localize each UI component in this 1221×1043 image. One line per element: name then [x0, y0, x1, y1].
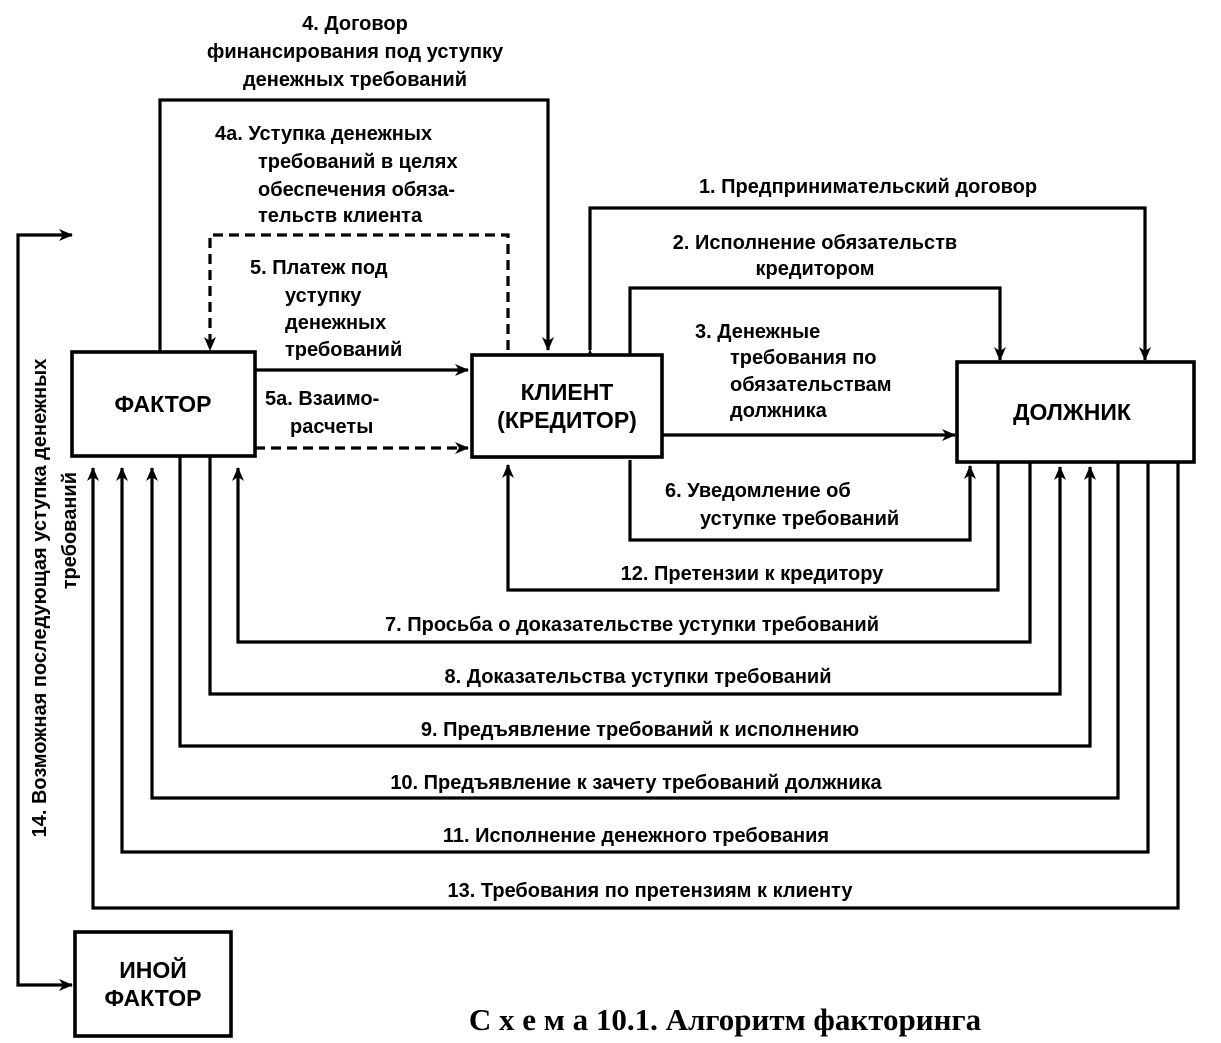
label-12: 12. Претензии к кредитору	[621, 563, 885, 585]
arrow-13-claims-client	[87, 460, 1180, 910]
label-2-line1: 2. Исполнение обязательств	[673, 232, 957, 254]
arrow-14-further-assignment	[16, 229, 73, 991]
arrow-8-proof	[208, 456, 1066, 696]
client-label-line2: (КРЕДИТОР)	[497, 407, 637, 433]
arrow-2-performance	[628, 286, 1006, 361]
arrow-1-business-contract	[584, 206, 1151, 363]
label-11: 11. Исполнение денежного требования	[443, 825, 829, 847]
debtor-label: ДОЛЖНИК	[1013, 399, 1132, 425]
label-10: 10. Предъявление к зачету требований дол…	[390, 772, 882, 794]
client-label-line1: КЛИЕНТ	[521, 379, 614, 405]
arrow-9-demands	[178, 456, 1096, 748]
label-5a-line1: 5а. Взаимо-	[265, 388, 379, 410]
label-3-line1: 3. Денежные	[695, 321, 820, 343]
label-4a-line3: обеспечения обяза-	[258, 179, 455, 201]
label-5-line3: денежных	[285, 312, 386, 334]
label-5-line4: требований	[285, 339, 402, 361]
label-4-line1: 4. Договор	[302, 13, 408, 35]
factor-box: ФАКТОР	[70, 350, 257, 458]
arrow-11-execution	[116, 460, 1150, 854]
label-6-line2: уступке требований	[700, 508, 899, 530]
client-box: КЛИЕНТ (КРЕДИТОР)	[470, 353, 664, 459]
label-9: 9. Предъявление требований к исполнению	[421, 719, 859, 741]
debtor-box: ДОЛЖНИК	[955, 360, 1196, 464]
other-factor-line2: ФАКТОР	[105, 985, 202, 1011]
arrow-7-request	[232, 460, 1032, 644]
other-factor-box: ИНОЙ ФАКТОР	[73, 930, 233, 1038]
label-6-line1: 6. Уведомление об	[665, 480, 851, 502]
factor-label: ФАКТОР	[115, 391, 212, 417]
other-factor-line1: ИНОЙ	[119, 956, 187, 983]
arrow-4a-assignment	[204, 233, 510, 351]
label-3-line2: требования по	[730, 347, 877, 369]
label-5-line1: 5. Платеж под	[250, 257, 388, 279]
label-4a-line1: 4а. Уступка денежных	[215, 123, 432, 145]
arrow-12-claims	[502, 460, 1000, 592]
arrow-10-offset	[146, 460, 1120, 800]
label-8: 8. Доказательства уступки требований	[444, 666, 831, 688]
diagram-caption: С х е м а 10.1. Алгоритм факторинга	[469, 1002, 982, 1037]
label-14-line1: 14. Возможная последующая уступка денежн…	[29, 359, 51, 838]
label-4-line2: финансирования под уступку	[207, 41, 504, 63]
arrow-4-contract	[154, 98, 554, 365]
label-3-line4: должника	[730, 400, 828, 422]
label-3-line3: обязательствам	[730, 374, 892, 396]
label-13: 13. Требования по претензиям к клиенту	[448, 880, 854, 902]
label-4a-line2: требований в целях	[258, 151, 458, 173]
label-4-line3: денежных требований	[243, 69, 467, 91]
label-5a-line2: расчеты	[290, 416, 373, 438]
label-5-line2: уступку	[285, 285, 362, 307]
arrow-6-notice	[628, 460, 976, 542]
label-2-line2: кредитором	[755, 258, 874, 280]
label-1: 1. Предпринимательский договор	[699, 176, 1037, 198]
label-4a-line4: тельств клиента	[258, 205, 423, 227]
label-7: 7. Просьба о доказательстве уступки треб…	[385, 614, 879, 636]
label-14-line2: требований	[59, 472, 81, 589]
